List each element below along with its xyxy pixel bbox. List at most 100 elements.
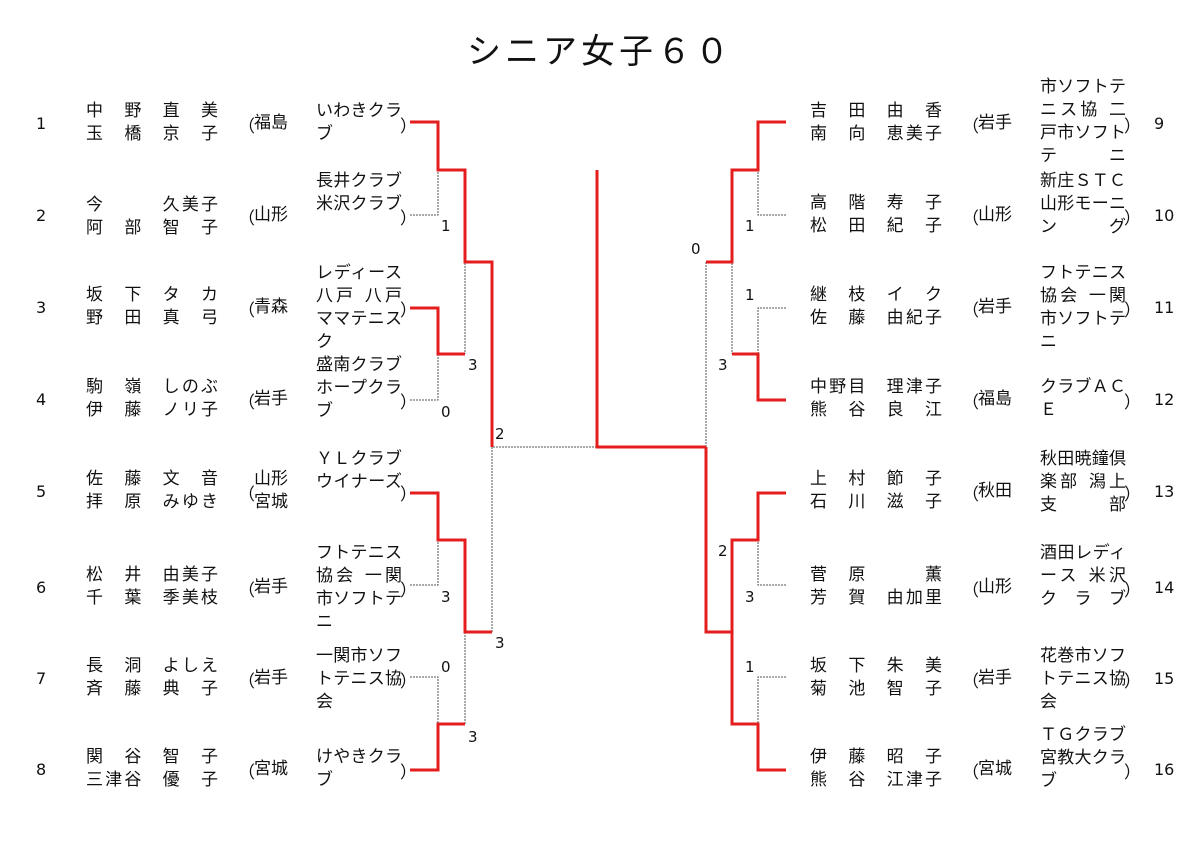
club-name: 花巻市ソフトテニス協会	[1040, 646, 1126, 712]
prefecture: 岩手	[254, 577, 288, 597]
player-name: 拝 原 みゆき	[86, 492, 218, 512]
left-entry-2: 2 今 久美子阿 部 智 子 （ 山形 長井クラブ 米沢クラブ ）	[0, 171, 420, 280]
player-name: 関 谷 智 子	[86, 747, 218, 767]
close-paren: ）	[400, 393, 417, 413]
open-paren: （	[962, 301, 979, 321]
club-name: 新庄ＳＴＣ 山形モーニング	[1040, 171, 1126, 237]
seed-number: 2	[36, 206, 47, 225]
winner-line	[410, 722, 465, 772]
left-entry-8: 8 関 谷 智 子三津谷 優 子 （ 宮城 けやきクラブ ）	[0, 746, 420, 836]
club-name: フトテニス協会 一関市ソフトテニ	[316, 543, 402, 632]
right-entry-16: 伊 藤 昭 子熊 谷 江津子 （ 宮城 ＴＧクラブ 宮教大クラブ ） 16	[780, 725, 1200, 836]
close-paren: ）	[400, 301, 417, 321]
bracket-line	[410, 540, 439, 586]
prefecture: 福島	[254, 113, 288, 133]
open-paren: （	[238, 209, 255, 229]
close-paren: ）	[1124, 581, 1141, 601]
open-paren: （	[238, 763, 255, 783]
club-name: ＴＧクラブ 宮教大クラブ	[1040, 725, 1126, 791]
winner-line	[730, 632, 786, 772]
prefecture: 福島	[978, 389, 1012, 409]
score-label: 0	[691, 240, 701, 258]
seed-number: 14	[1154, 578, 1175, 597]
winner-line	[732, 352, 786, 402]
score-label: 3	[468, 728, 478, 746]
seed-number: 5	[36, 482, 47, 501]
page-title: シニア女子６０	[467, 32, 733, 72]
player-name: 芳 賀 由加里	[810, 588, 942, 608]
seed-number: 15	[1154, 669, 1175, 688]
player-name: 吉 田 由 香	[810, 101, 942, 121]
score-label: 3	[495, 634, 505, 652]
open-paren: （	[962, 485, 979, 505]
player-name: 菅 原 薫	[810, 565, 942, 585]
seed-number: 16	[1154, 760, 1175, 779]
seed-number: 9	[1154, 114, 1165, 133]
player-name: 佐 藤 文 音	[86, 469, 218, 489]
close-paren: ）	[400, 763, 417, 783]
open-paren: （	[238, 581, 255, 601]
score-label: 3	[718, 356, 728, 374]
club-name: 酒田レディース 米沢クラブ	[1040, 543, 1126, 609]
player-name: 中 野 直 美	[86, 101, 218, 121]
open-paren: （	[962, 209, 979, 229]
prefecture: 岩手	[978, 668, 1012, 688]
winner-line	[704, 447, 786, 634]
right-entry-11: 継 枝 イ ク佐 藤 由紀子 （ 岩手 フトテニス協会 一関市ソフトテニ ） 1…	[780, 263, 1200, 374]
right-entry-13: 上 村 節 子石 川 滋 子 （ 秋田 秋田暁鐘倶楽部 潟上支部 ） 13	[780, 449, 1200, 558]
seed-number: 8	[36, 760, 47, 779]
score-label: 1	[745, 658, 755, 676]
prefecture: 山形	[978, 205, 1012, 225]
bracket-line	[757, 170, 786, 216]
player-name: 石 川 滋 子	[810, 492, 942, 512]
player-name: 南 向 恵美子	[810, 124, 942, 144]
club-name: 市ソフトテニス協 二戸市ソフトテニ	[1040, 77, 1126, 166]
right-entry-10: 高 階 寿 子松 田 紀 子 （ 山形 新庄ＳＴＣ 山形モーニング ） 10	[780, 171, 1200, 282]
right-entry-12: 中野目 理津子熊 谷 良 江 （ 福島 クラブＡＣＥ ） 12	[780, 376, 1200, 466]
player-name: 熊 谷 良 江	[810, 400, 942, 420]
score-label: 1	[745, 217, 755, 235]
prefecture: 青森	[254, 297, 288, 317]
player-name: 斉 藤 典 子	[86, 679, 218, 699]
left-entry-4: 4 駒 嶺 しのぶ伊 藤 ノリ子 （ 岩手 盛南クラブ ホープクラブ ）	[0, 355, 420, 466]
score-label: 0	[441, 403, 451, 421]
player-name: 伊 藤 昭 子	[810, 747, 942, 767]
bracket-line	[410, 676, 439, 724]
player-name: 坂 下 タ カ	[86, 285, 218, 305]
close-paren: ）	[1124, 763, 1141, 783]
bracket-line	[757, 307, 786, 354]
prefecture: 宮城	[254, 759, 288, 779]
player-name: 阿 部 智 子	[86, 218, 218, 238]
player-name: 菊 池 智 子	[810, 679, 942, 699]
player-name: 坂 下 朱 美	[810, 656, 942, 676]
club-name: けやきクラブ	[316, 747, 402, 790]
club-name: ＹＬクラブ ウイナーズ	[316, 449, 402, 492]
bracket-line	[491, 446, 597, 632]
left-entry-7: 7 長 洞 よしえ斉 藤 典 子 （ 岩手 一関市ソフトテニス協会 ）	[0, 646, 420, 745]
club-name: フトテニス協会 一関市ソフトテニ	[1040, 263, 1126, 352]
winner-line	[410, 491, 492, 634]
player-name: 熊 谷 江津子	[810, 770, 942, 790]
player-name: 長 洞 よしえ	[86, 656, 218, 676]
prefecture: 岩手	[254, 389, 288, 409]
score-label: 3	[745, 588, 755, 606]
club-name: 秋田暁鐘倶楽部 潟上支部	[1040, 449, 1126, 515]
prefecture: 岩手	[254, 668, 288, 688]
score-label: 0	[441, 658, 451, 676]
close-paren: ）	[1124, 672, 1141, 692]
open-paren: （	[238, 485, 255, 505]
open-paren: （	[962, 672, 979, 692]
score-label: 3	[468, 356, 478, 374]
left-entry-6: 6 松 井 由美子千 葉 季美枝 （ 岩手 フトテニス協会 一関市ソフトテニ ）	[0, 543, 420, 654]
open-paren: （	[962, 117, 979, 137]
player-name: 三津谷 優 子	[86, 770, 218, 790]
player-name: 千 葉 季美枝	[86, 588, 218, 608]
seed-number: 13	[1154, 482, 1175, 501]
seed-number: 4	[36, 390, 47, 409]
close-paren: ）	[400, 581, 417, 601]
close-paren: ）	[400, 672, 417, 692]
prefecture: 秋田	[978, 481, 1012, 501]
player-name: 上 村 節 子	[810, 469, 942, 489]
score-label: 3	[441, 588, 451, 606]
